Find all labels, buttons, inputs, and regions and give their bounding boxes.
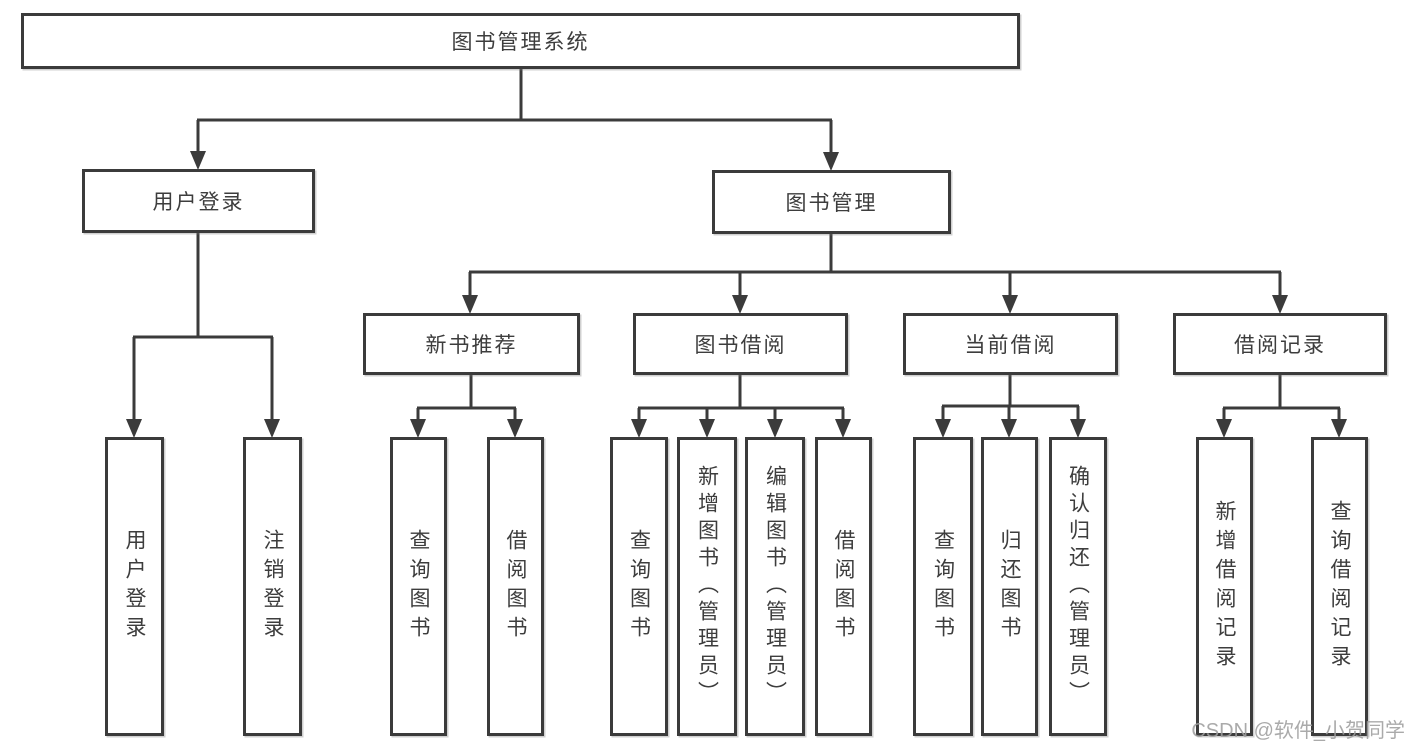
leaf-label: 归还图书 [998, 528, 1021, 645]
node-borrow-records: 借阅记录 [1173, 313, 1387, 375]
leaf-add-books-admin: 新增图书（管理员） [677, 437, 737, 736]
leaf-label: 查询图书 [931, 528, 955, 645]
node-book-borrow: 图书借阅 [633, 313, 848, 375]
leaf-label: 查询图书 [627, 528, 651, 645]
leaf-user-login: 用户登录 [105, 437, 164, 736]
leaf-query-borrow-record: 查询借阅记录 [1311, 437, 1368, 736]
leaf-label: 借阅图书 [832, 528, 855, 645]
leaf-query-books-current: 查询图书 [913, 437, 973, 736]
leaf-label: 新增借阅记录 [1213, 499, 1236, 674]
leaf-borrow-books-recommend: 借阅图书 [487, 437, 544, 736]
leaf-label: 注销登录 [261, 528, 284, 645]
leaf-label: 确认归还（管理员） [1066, 465, 1090, 708]
leaf-edit-books-admin: 编辑图书（管理员） [745, 437, 805, 736]
leaf-query-books-borrow: 查询图书 [610, 437, 668, 736]
watermark: CSDN @软件_小贺同学 [1191, 720, 1405, 742]
node-new-book-recommend: 新书推荐 [363, 313, 580, 375]
node-library-management-system: 图书管理系统 [21, 13, 1020, 69]
node-current-borrow: 当前借阅 [903, 313, 1118, 375]
leaf-label: 查询图书 [407, 528, 430, 645]
leaf-label: 新增图书（管理员） [695, 465, 719, 708]
node-book-management: 图书管理 [712, 170, 951, 234]
arrowhead-icons [126, 151, 1347, 438]
leaf-label: 编辑图书（管理员） [763, 465, 787, 708]
leaf-borrow-books: 借阅图书 [815, 437, 872, 736]
leaf-query-books-recommend: 查询图书 [390, 437, 447, 736]
leaf-add-borrow-record: 新增借阅记录 [1196, 437, 1253, 736]
leaf-label: 用户登录 [123, 528, 146, 645]
leaf-label: 查询借阅记录 [1328, 499, 1351, 674]
leaf-logout: 注销登录 [243, 437, 302, 736]
leaf-return-books: 归还图书 [981, 437, 1038, 736]
node-user-login: 用户登录 [82, 169, 315, 233]
leaf-label: 借阅图书 [504, 528, 527, 645]
leaf-confirm-return-admin: 确认归还（管理员） [1049, 437, 1107, 736]
